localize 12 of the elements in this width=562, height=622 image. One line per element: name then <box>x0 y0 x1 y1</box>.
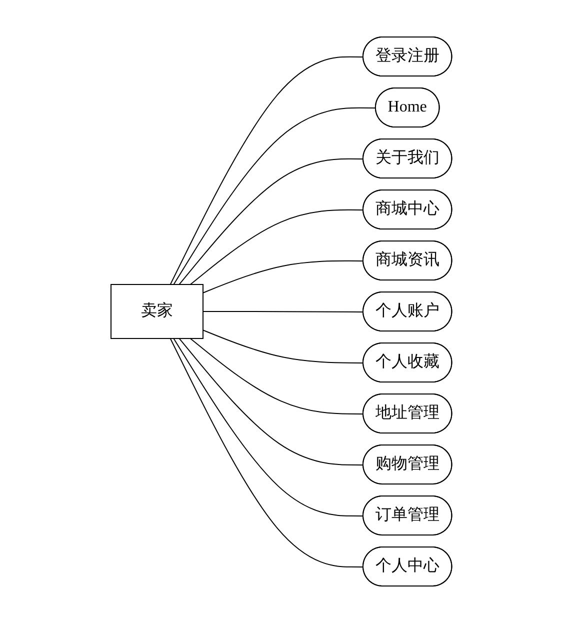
connector <box>169 338 364 567</box>
connector <box>202 329 364 363</box>
connector <box>178 338 364 465</box>
connector <box>172 338 364 516</box>
connector <box>178 158 364 284</box>
connector <box>202 310 364 312</box>
node-box: 卖家 <box>110 284 204 338</box>
connector <box>190 338 364 414</box>
connector <box>202 260 364 293</box>
connector <box>172 106 376 284</box>
connector <box>169 56 364 284</box>
connector <box>190 208 364 284</box>
